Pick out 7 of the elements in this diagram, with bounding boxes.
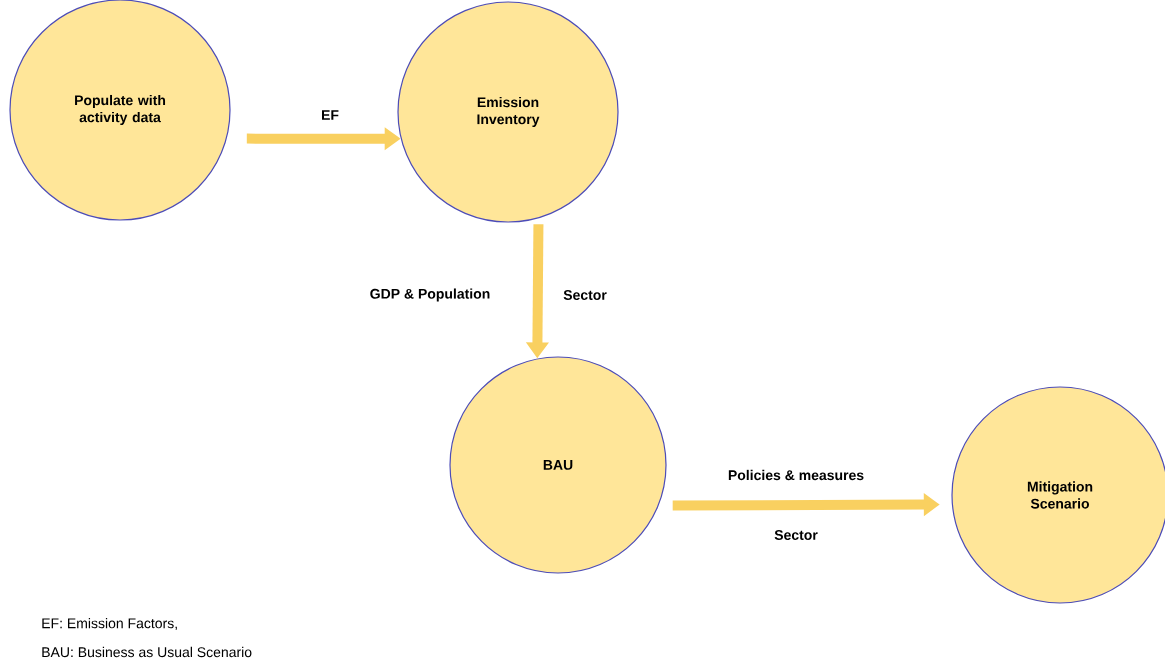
- edge-label: EF: [320, 109, 340, 121]
- edge-label: Policies & measures: [726, 468, 866, 482]
- sector-label: Sector: [563, 290, 607, 300]
- note-text: BAU: Business as Usual Scenario: [42, 646, 252, 658]
- sector-label: Sector: [774, 530, 818, 540]
- note-text: EF: Emission Factors,: [42, 618, 177, 630]
- edge-label: GDP & Population: [368, 287, 492, 303]
